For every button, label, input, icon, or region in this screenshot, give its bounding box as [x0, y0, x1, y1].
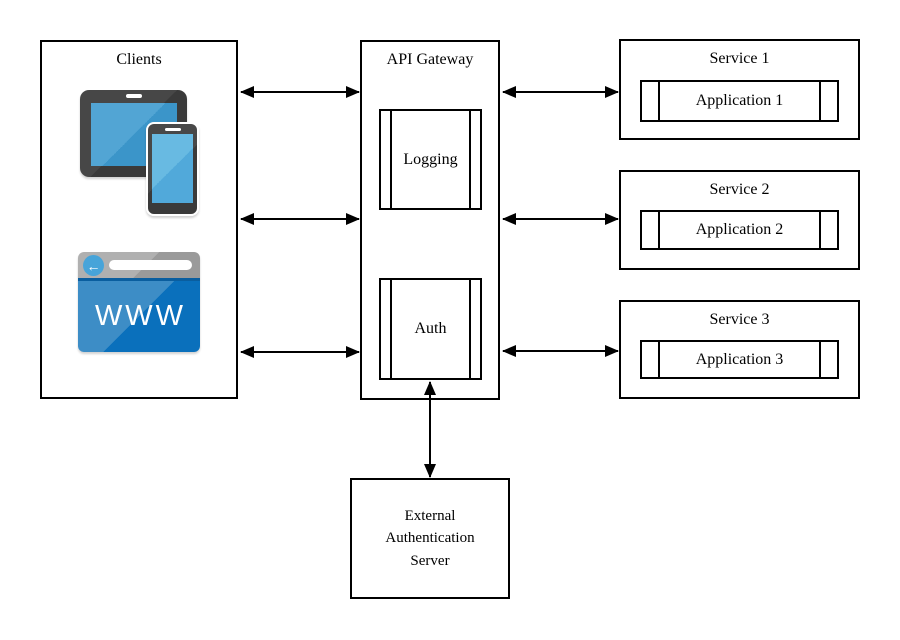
clients-title: Clients: [116, 51, 162, 68]
arrow-clients-gateway-3: [240, 346, 360, 358]
auth-component: Auth: [379, 278, 482, 380]
arrow-gateway-service-1: [502, 86, 619, 98]
back-arrow-glyph: ←: [86, 257, 101, 274]
application-2-component: Application 2: [640, 210, 839, 250]
arrow-clients-gateway-1: [240, 86, 360, 98]
phone-screen: [152, 134, 193, 203]
logging-label: Logging: [403, 150, 458, 168]
application-1-label: Application 1: [695, 92, 784, 109]
phone-speaker-icon: [164, 128, 181, 131]
arrow-gateway-service-2: [502, 213, 619, 225]
external-auth-server-box: External Authentication Server: [350, 478, 510, 599]
smartphone-icon: [146, 122, 199, 216]
logging-component: Logging: [379, 109, 482, 210]
api-gateway-title: API Gateway: [386, 51, 474, 68]
web-browser-icon: ← WWW: [78, 252, 200, 352]
arrow-gateway-service-3: [502, 345, 619, 357]
external-auth-server-title: External Authentication Server: [385, 507, 475, 569]
application-3-label: Application 3: [695, 350, 784, 368]
www-label: WWW: [94, 300, 187, 332]
service-2-title: Service 2: [709, 181, 770, 198]
arrow-auth-external-server: [424, 381, 436, 478]
back-arrow-icon: ←: [83, 255, 104, 276]
browser-page: WWW: [78, 281, 200, 352]
service-3-title: Service 3: [709, 311, 770, 328]
arrow-clients-gateway-2: [240, 213, 360, 225]
auth-label: Auth: [414, 320, 447, 337]
application-2-label: Application 2: [695, 221, 784, 238]
application-3-component: Application 3: [640, 340, 839, 379]
tablet-camera-icon: [125, 94, 142, 98]
browser-address-bar: [109, 260, 192, 270]
browser-toolbar-divider: [78, 278, 200, 281]
browser-toolbar: ←: [78, 252, 200, 278]
service-1-title: Service 1: [709, 50, 770, 67]
application-1-component: Application 1: [640, 80, 839, 122]
